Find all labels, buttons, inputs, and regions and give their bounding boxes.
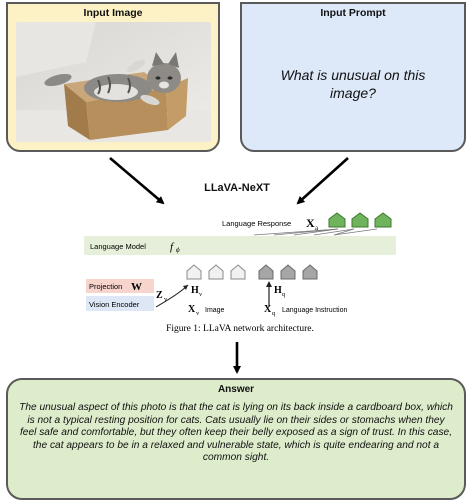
answer-text: The unusual aspect of this photo is that… xyxy=(19,402,453,464)
f-subscript: ϕ xyxy=(176,246,180,254)
image-to-model-arrow xyxy=(109,157,165,205)
vision-encoder-box xyxy=(86,296,154,311)
response-tokens xyxy=(328,212,392,228)
answer-panel: Answer The unusual aspect of this photo … xyxy=(6,378,466,500)
language-model-bar xyxy=(84,236,396,255)
response-token xyxy=(374,212,392,228)
hq-subscript: q xyxy=(282,291,286,298)
hv-symbol: H xyxy=(191,285,199,296)
hv-subscript: v xyxy=(199,291,203,298)
input-image-title: Input Image xyxy=(83,7,143,19)
instruction-token xyxy=(302,264,318,280)
input-prompt-panel: Input Prompt What is unusual on this ima… xyxy=(240,2,466,152)
input-image-panel: Input Image xyxy=(6,2,220,152)
prompt-to-model-arrow xyxy=(296,157,349,205)
z-subscript: v xyxy=(164,296,168,303)
vision-encoder-label: Vision Encoder xyxy=(89,300,140,309)
xv-subscript: v xyxy=(196,310,200,317)
projection-label: Projection xyxy=(89,282,122,291)
xq-symbol: X xyxy=(264,304,272,315)
vision-token xyxy=(186,264,202,280)
vision-token xyxy=(230,264,246,280)
language-response-label: Language Response xyxy=(222,219,291,228)
response-token xyxy=(328,212,346,228)
prompt-question: What is unusual on this image? xyxy=(280,67,426,101)
figure-caption: Figure 1: LLaVA network architecture. xyxy=(166,324,314,334)
vision-tokens xyxy=(186,264,246,280)
instruction-token xyxy=(280,264,296,280)
x-a-symbol: X xyxy=(306,216,315,230)
projection-box xyxy=(86,279,154,293)
response-token xyxy=(351,212,369,228)
image-label: Image xyxy=(205,307,225,314)
f-symbol: f xyxy=(170,241,175,253)
language-model-label: Language Model xyxy=(90,242,146,251)
z-symbol: Z xyxy=(156,290,163,301)
attention-lines xyxy=(253,228,378,236)
x-a-subscript: a xyxy=(315,224,319,232)
xq-subscript: q xyxy=(272,310,276,317)
xv-symbol: X xyxy=(188,304,196,315)
hq-symbol: H xyxy=(274,285,282,296)
model-name: LLaVA-NeXT xyxy=(204,182,270,194)
llava-architecture-diagram: Language Response X a Language Model f ϕ… xyxy=(84,212,396,334)
vision-token xyxy=(208,264,224,280)
answer-title: Answer xyxy=(217,384,255,395)
language-instruction-label: Language Instruction xyxy=(282,307,347,314)
cat-in-box-photo xyxy=(16,22,211,142)
input-prompt-title: Input Prompt xyxy=(320,7,386,19)
instruction-token xyxy=(258,264,274,280)
w-symbol: W xyxy=(131,281,142,293)
instruction-tokens xyxy=(258,264,318,280)
